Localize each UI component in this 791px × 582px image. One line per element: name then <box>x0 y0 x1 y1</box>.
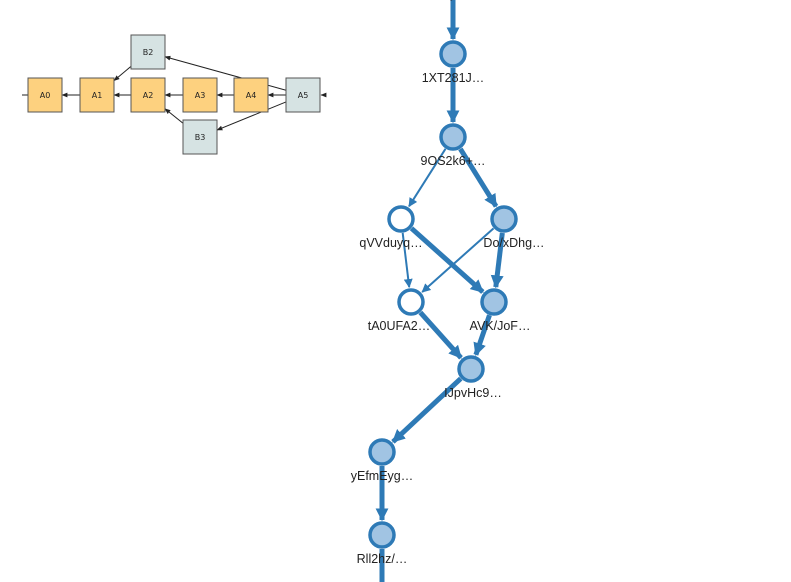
commit-node-label: 1XT281J… <box>422 71 485 85</box>
commit-graph: …y… 1XT281J… 9OS2k6+… qVVduyq… Do/xDhg… tA0UF… <box>351 0 545 582</box>
mini-box-label: A4 <box>246 91 257 100</box>
commit-node-label: Rll2hz/… <box>357 552 408 566</box>
commit-node[interactable]: yEfmEyg… <box>351 438 414 483</box>
commit-node-label: yEfmEyg… <box>351 469 414 483</box>
commit-edge-n3-n6 <box>409 226 485 294</box>
mini-box-a4: A4 <box>233 77 269 113</box>
commit-node[interactable]: 1XT281J… <box>422 40 485 85</box>
commit-node[interactable]: 9OS2k6+… <box>421 123 486 168</box>
mini-edge-b3-a2 <box>164 108 184 124</box>
commit-node-circle[interactable] <box>397 288 425 316</box>
mini-box-a2: A2 <box>130 77 166 113</box>
mini-box-label: B3 <box>195 133 206 142</box>
commit-edge-n4-n6 <box>490 232 505 289</box>
mini-box-label: B2 <box>143 48 154 57</box>
commit-node-circle[interactable] <box>490 205 518 233</box>
mini-box-rect <box>27 77 63 113</box>
mini-box-rect <box>182 119 218 155</box>
mini-box-rect <box>285 77 321 113</box>
mini-box-rect <box>182 77 218 113</box>
mini-box-label: A3 <box>195 91 206 100</box>
commit-edge-n6-n7 <box>473 314 492 357</box>
commit-node[interactable]: Rll2hz/… <box>357 521 408 566</box>
mini-box-label: A5 <box>298 91 309 100</box>
mini-box-a1: A1 <box>79 77 115 113</box>
commit-node[interactable]: …y… <box>437 0 468 1</box>
commit-graph-nodes: …y… 1XT281J… 9OS2k6+… qVVduyq… Do/xDhg… tA0UF… <box>351 0 545 566</box>
commit-node-label: 9OS2k6+… <box>421 154 486 168</box>
commit-node-label: qVVduyq… <box>359 236 422 250</box>
commit-node-circle[interactable] <box>457 355 485 383</box>
commit-node-circle[interactable] <box>439 40 467 68</box>
commit-node-label: Do/xDhg… <box>483 236 544 250</box>
commit-edge-n7-n8 <box>391 376 463 444</box>
mini-edge-a5-b3 <box>216 101 287 131</box>
mini-box-rect <box>130 77 166 113</box>
commit-node-label: …y… <box>437 0 468 1</box>
commit-node-label: tA0UFA2… <box>368 319 431 333</box>
mini-box-label: A0 <box>40 91 51 100</box>
mini-box-a5: A5 <box>285 77 321 113</box>
commit-graph-edges <box>375 0 505 582</box>
commit-edge-n4-n5 <box>421 227 495 293</box>
commit-node[interactable]: qVVduyq… <box>359 205 423 250</box>
commit-node-circle[interactable] <box>387 205 415 233</box>
commit-node-circle[interactable] <box>480 288 508 316</box>
commit-node-label: IJpvHc9… <box>444 386 502 400</box>
commit-edge-n5-n7 <box>418 310 463 360</box>
commit-edge-n3-n5 <box>401 232 413 289</box>
commit-node-circle[interactable] <box>439 123 467 151</box>
mini-box-label: A1 <box>92 91 103 100</box>
mini-edge-b2-a1 <box>113 65 132 82</box>
mini-box-b2: B2 <box>130 34 166 70</box>
mini-box-a3: A3 <box>182 77 218 113</box>
commit-node-circle[interactable] <box>368 438 396 466</box>
mini-box-rect <box>233 77 269 113</box>
commit-edge-n2-n4 <box>458 147 499 208</box>
mini-box-label: A2 <box>143 91 154 100</box>
commit-node[interactable]: IJpvHc9… <box>444 355 502 400</box>
mini-box-a0: A0 <box>27 77 63 113</box>
commit-node[interactable]: tA0UFA2… <box>368 288 431 333</box>
commit-node[interactable]: AVK/JoF… <box>470 288 531 333</box>
mini-box-rect <box>130 34 166 70</box>
commit-edge-n2-n3 <box>408 148 447 208</box>
mini-graph-edges <box>22 55 327 131</box>
commit-node-circle[interactable] <box>368 521 396 549</box>
commit-node-label: AVK/JoF… <box>470 319 531 333</box>
mini-box-b3: B3 <box>182 119 218 155</box>
commit-node[interactable]: Do/xDhg… <box>483 205 545 250</box>
mini-box-rect <box>79 77 115 113</box>
